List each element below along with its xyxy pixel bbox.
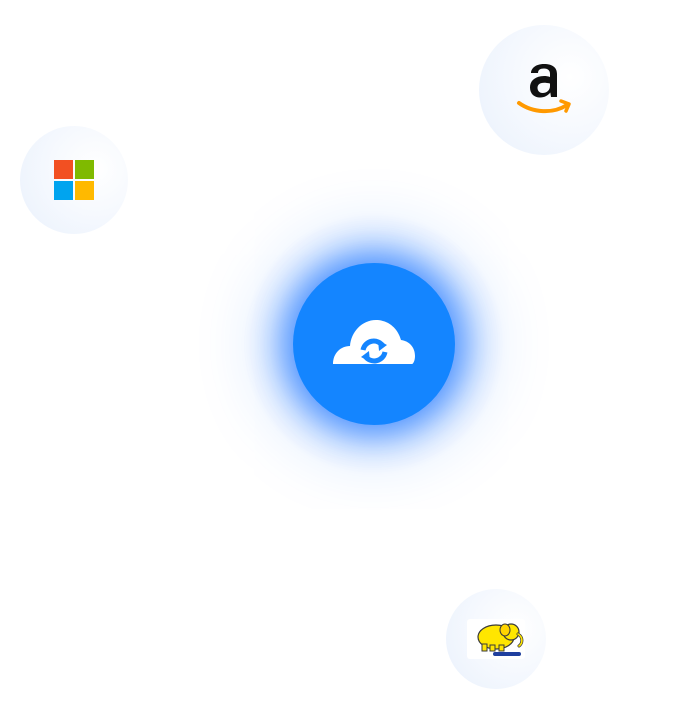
microsoft-logo-icon: [54, 160, 94, 200]
microsoft-node[interactable]: [20, 126, 128, 234]
hadoop-node[interactable]: [446, 589, 546, 689]
hadoop-elephant-logo-icon: [467, 619, 525, 659]
cloud-sync-hub[interactable]: [293, 263, 455, 425]
amazon-node[interactable]: [479, 25, 609, 155]
cloud-sync-icon: [333, 320, 415, 364]
amazon-logo-icon: [517, 64, 571, 114]
